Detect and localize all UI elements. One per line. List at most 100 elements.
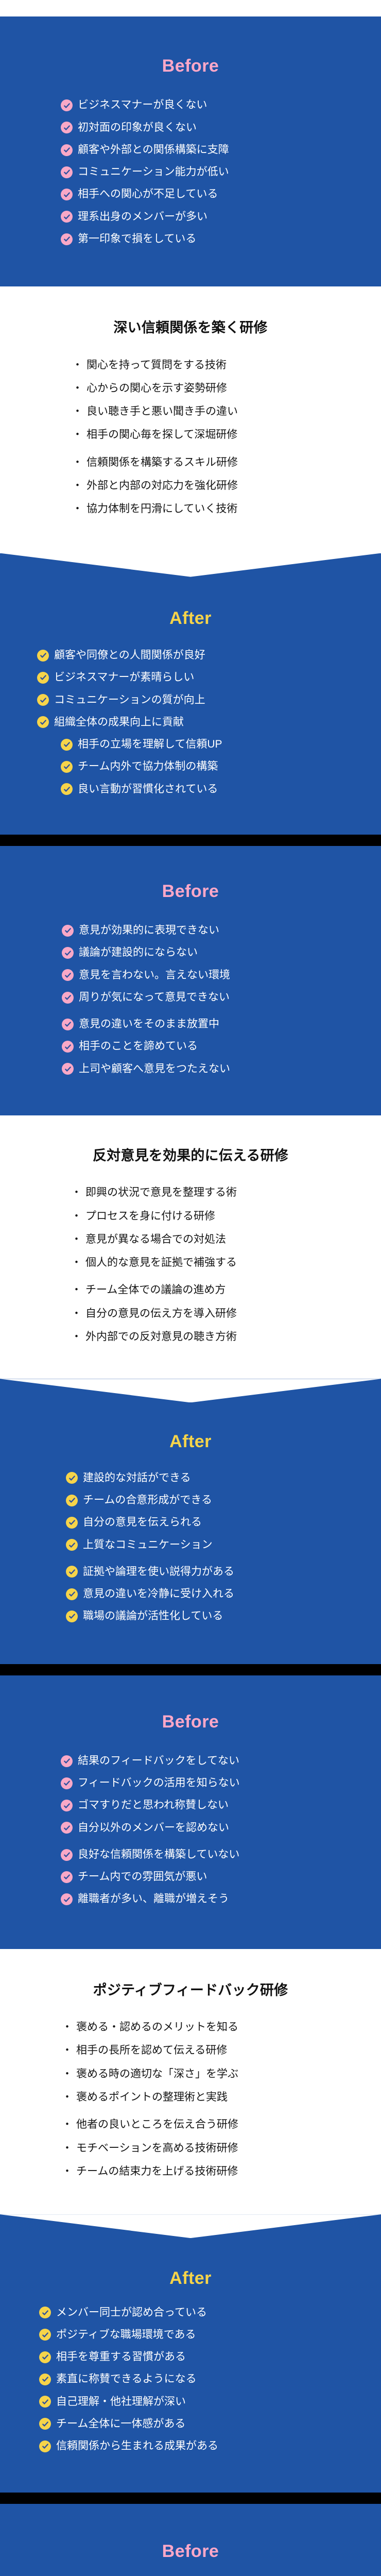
before-list-2: 意見が効果的に表現できない 議論が建設的にならない 意見を言わない。言えない環境… xyxy=(0,924,381,1076)
list-item: 自分以外のメンバーを認めない xyxy=(61,1821,381,1835)
list-item: ・褒める・認めるのメリットを知る xyxy=(62,2020,381,2034)
after-section-2: After 建設的な対話ができる チームの合意形成ができる 自分の意見を伝えられ… xyxy=(0,1379,381,1664)
list-item-label: 議論が建設的にならない xyxy=(79,946,198,959)
list-item-label: チームの結束力を上げる技術研修 xyxy=(76,2165,238,2177)
check-icon xyxy=(61,1822,73,1834)
check-icon xyxy=(61,738,73,751)
list-item-label: 信頼関係を構築するスキル研修 xyxy=(86,456,238,468)
check-icon xyxy=(62,991,74,1004)
list-item-label: ゴマすりだと思われ称賛しない xyxy=(78,1799,229,1811)
check-icon xyxy=(62,924,74,937)
list-item: 顧客や外部との関係構築に支障 xyxy=(61,143,381,157)
after-section-1: After 顧客や同僚との人間関係が良好 ビジネスマナーが素晴らしい コミュニケ… xyxy=(0,553,381,835)
bullet-dot-icon: ・ xyxy=(71,1307,82,1319)
list-item: ・良い聴き手と悪い聞き手の違い xyxy=(72,404,381,418)
list-item-label: 心からの関心を示す姿勢研修 xyxy=(86,382,227,394)
section-title: ポジティブフィードバック研修 xyxy=(93,1982,288,1998)
list-item-label: 意見が効果的に表現できない xyxy=(79,924,219,937)
bullet-dot-icon: ・ xyxy=(72,382,83,394)
list-item: チーム内での雰囲気が悪い xyxy=(61,1870,381,1884)
list-item: 自分の意見を伝えられる xyxy=(66,1516,381,1529)
before-heading-4: Before xyxy=(162,2541,219,2562)
check-icon xyxy=(37,649,49,662)
list-item-label: ビジネスマナーが良くない xyxy=(78,99,207,111)
list-item: 結果のフィードバックをしてない xyxy=(61,1754,381,1768)
list-item: ・他者の良いところを伝え合う研修 xyxy=(62,2117,381,2131)
list-item: 議論が建設的にならない xyxy=(62,946,381,959)
check-icon xyxy=(62,1063,74,1075)
check-icon xyxy=(61,122,73,134)
check-icon xyxy=(62,969,74,981)
training-section-2: 反対意見を効果的に伝える研修 ・即興の状況で意見を整理する術 ・プロセスを身に付… xyxy=(0,1115,381,1379)
list-item-label: ビジネスマナーが素晴らしい xyxy=(54,671,195,684)
after-heading-3: After xyxy=(169,2268,212,2289)
list-item: ・即興の状況で意見を整理する術 xyxy=(71,1185,381,1199)
after-heading-2: After xyxy=(169,1432,212,1452)
list-item-label: 褒めるポイントの整理術と実践 xyxy=(76,2091,228,2103)
check-icon xyxy=(39,2351,51,2363)
list-item-label: 自分以外のメンバーを認めない xyxy=(78,1821,229,1834)
list-item-label: 他者の良いところを伝え合う研修 xyxy=(76,2119,238,2131)
list-item: 素直に称賛できるようになる xyxy=(39,2372,381,2386)
list-item-label: 組織全体の成果向上に貢献 xyxy=(54,716,184,728)
bullet-dot-icon: ・ xyxy=(72,456,83,468)
list-item: 証拠や論理を使い説得力がある xyxy=(66,1565,381,1579)
list-item: ・相手の長所を認めて伝える研修 xyxy=(62,2043,381,2057)
check-icon xyxy=(61,99,73,112)
check-icon xyxy=(37,716,49,728)
list-item-label: 意見の違いを冷静に受け入れる xyxy=(83,1588,234,1600)
list-item: ・チームの結束力を上げる技術研修 xyxy=(62,2164,381,2178)
bullet-dot-icon: ・ xyxy=(71,1210,82,1222)
bullet-dot-icon: ・ xyxy=(62,2021,73,2033)
list-item: 離職者が多い、離職が増えそう xyxy=(61,1892,381,1906)
before-list-1: ビジネスマナーが良くない 初対面の印象が良くない 顧客や外部との関係構築に支障 … xyxy=(0,98,381,246)
list-item-label: 自己理解・他社理解が深い xyxy=(56,2395,186,2408)
list-item-label: 個人的な意見を証拠で補強する xyxy=(85,1257,237,1269)
before-section-4: Before LIVE Doctorは貴社の課題にあわせて研 修設計 【特徴】無… xyxy=(0,2504,381,2576)
top-spacer xyxy=(0,0,381,16)
list-item: ・個人的な意見を証拠で補強する xyxy=(71,1256,381,1269)
bullet-dot-icon: ・ xyxy=(71,1257,82,1269)
check-icon xyxy=(61,1893,73,1906)
check-icon xyxy=(61,783,73,795)
check-icon xyxy=(66,1472,78,1484)
list-item-label: 協力体制を円滑にしていく技術 xyxy=(86,503,238,515)
section-title: 反対意見を効果的に伝える研修 xyxy=(93,1147,288,1163)
list-item: 自己理解・他社理解が深い xyxy=(39,2395,381,2409)
list-item-label: 良い言動が習慣化されている xyxy=(78,783,218,795)
check-icon xyxy=(39,2396,51,2408)
list-item: フィードバックの活用を知らない xyxy=(61,1776,381,1790)
list-item: 相手の立場を理解して信頼UP xyxy=(61,738,381,751)
list-item: 上司や顧客へ意見をつたえない xyxy=(62,1062,381,1076)
list-item: 意見が効果的に表現できない xyxy=(62,924,381,937)
list-item-label: 相手を尊重する習慣がある xyxy=(56,2351,186,2363)
check-icon xyxy=(61,1800,73,1812)
section-title: 深い信頼関係を築く研修 xyxy=(113,320,268,336)
list-item-label: 相手の長所を認めて伝える研修 xyxy=(76,2044,228,2057)
bullet-dot-icon: ・ xyxy=(62,2119,73,2131)
before-section-2: Before 意見が効果的に表現できない 議論が建設的にならない 意見を言わない… xyxy=(0,845,381,1115)
list-item: 相手への関心が不足している xyxy=(61,188,381,201)
list-item: コミュニケーション能力が低い xyxy=(61,165,381,179)
list-item: ・外内部での反対意見の聴き方術 xyxy=(71,1330,381,1344)
bullet-dot-icon: ・ xyxy=(71,1331,82,1343)
list-item-label: 相手の関心毎を探して深堀研修 xyxy=(86,429,238,441)
list-item: チーム全体に一体感がある xyxy=(39,2417,381,2431)
list-item-label: 証拠や論理を使い説得力がある xyxy=(83,1565,234,1578)
list-item: 意見を言わない。言えない環境 xyxy=(62,969,381,982)
check-icon xyxy=(61,1871,73,1883)
list-item-label: モチベーションを高める技術研修 xyxy=(76,2142,238,2154)
list-item-label: プロセスを身に付ける研修 xyxy=(85,1210,215,1222)
check-icon xyxy=(61,211,73,223)
list-item: 顧客や同僚との人間関係が良好 xyxy=(37,649,381,662)
list-item-label: 良い聴き手と悪い聞き手の違い xyxy=(86,405,238,418)
bullet-dot-icon: ・ xyxy=(62,2091,73,2103)
check-icon xyxy=(39,2373,51,2385)
notch-spacer xyxy=(0,1379,381,1402)
check-icon xyxy=(62,1018,74,1030)
list-item: ・心からの関心を示す姿勢研修 xyxy=(72,381,381,395)
bullet-dot-icon: ・ xyxy=(62,2067,73,2080)
check-icon xyxy=(39,2307,51,2319)
before-heading-1: Before xyxy=(162,56,219,76)
